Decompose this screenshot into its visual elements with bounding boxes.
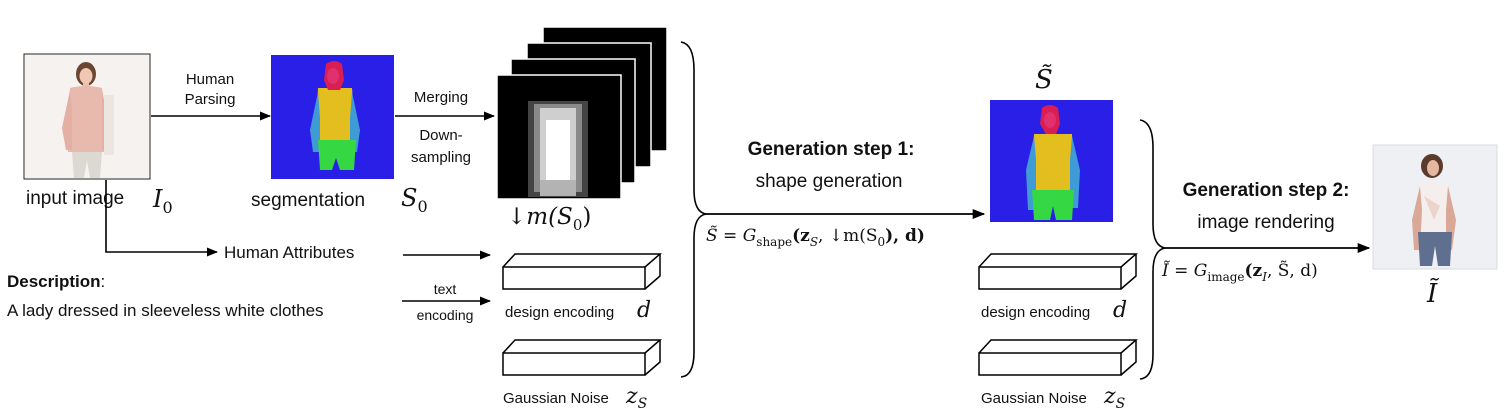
segmentation-label: segmentation — [251, 190, 365, 211]
output-image — [1372, 144, 1498, 270]
step2-title: Generation step 2: — [1183, 180, 1350, 201]
noise-symbol-right: zS — [1103, 384, 1125, 412]
merging-label: Merging — [414, 89, 468, 106]
gaussian-noise-label-left: Gaussian Noise — [503, 390, 609, 407]
description-text: A lady dressed in sleeveless white cloth… — [7, 301, 324, 320]
segmentation-symbol: S0 — [401, 184, 428, 216]
gaussian-noise-label-right: Gaussian Noise — [981, 390, 1087, 407]
output-symbol: Ĩ — [1426, 277, 1440, 309]
brace-step1 — [680, 41, 707, 378]
human-attributes-connector — [105, 180, 219, 257]
design-encoding-box-right — [978, 253, 1139, 290]
human-attributes-label: Human Attributes — [224, 243, 354, 262]
human-parsing-label-line1: Human — [186, 71, 234, 88]
design-encoding-box-left — [502, 253, 663, 290]
noise-box-left — [502, 339, 663, 376]
description-label: Description: — [7, 272, 105, 291]
text-encoding-label-line1: text — [434, 281, 457, 297]
brace-step2 — [1139, 119, 1166, 380]
design-symbol-left: d — [637, 298, 651, 323]
downsampling-label-line1: Down- — [419, 127, 462, 144]
step2-formula: Ĩ = Gimage(zI, S̃, d) — [1161, 260, 1318, 284]
step1-subtitle: shape generation — [756, 171, 903, 192]
downsampling-label-line2: sampling — [411, 149, 471, 166]
shape-symbol: S̃ — [1035, 64, 1053, 95]
design-encoding-label-left: design encoding — [505, 304, 614, 321]
step2-subtitle: image rendering — [1197, 212, 1334, 233]
step1-title: Generation step 1: — [748, 139, 915, 160]
input-image-symbol: I0 — [152, 185, 173, 217]
generated-shape-map — [990, 100, 1113, 222]
segmentation-map — [271, 55, 394, 179]
noise-symbol-left: zS — [625, 384, 647, 412]
text-encoding-label-line2: encoding — [417, 307, 474, 323]
step1-formula: S̃ = Gshape(zS, ↓m(S0), d) — [706, 226, 925, 249]
human-parsing-label-line2: Parsing — [185, 91, 236, 108]
downsample-formula: ↓m(S0) — [507, 204, 591, 234]
design-encoding-label-right: design encoding — [981, 304, 1090, 321]
downsampled-map-stack — [496, 26, 668, 200]
design-symbol-right: d — [1113, 298, 1127, 323]
input-image-label: input image — [26, 188, 124, 209]
noise-box-right — [978, 339, 1139, 376]
input-image — [23, 53, 151, 180]
